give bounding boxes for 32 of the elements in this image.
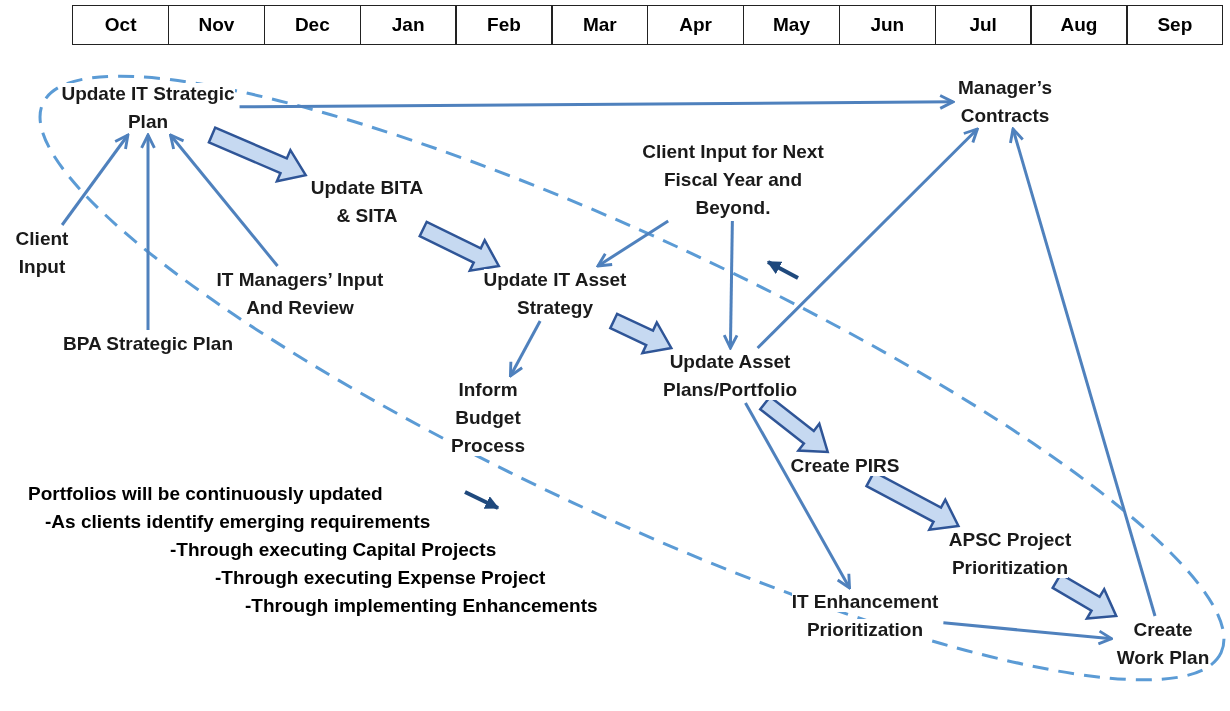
arrow	[169, 133, 279, 267]
step-label: Update Asset Plans/Portfolio	[610, 348, 850, 404]
block-arrow	[418, 220, 501, 273]
arrow	[239, 94, 955, 110]
month-cell: Jan	[359, 5, 457, 45]
arrow	[596, 219, 669, 268]
note-text: -Through executing Expense Project	[215, 566, 546, 590]
note-text: Portfolios will be continuously updated	[28, 482, 383, 506]
month-cell: Nov	[167, 5, 266, 45]
arrow	[943, 621, 1114, 646]
month-cell: Jul	[934, 5, 1032, 45]
arrow	[722, 220, 739, 350]
month-cell: Sep	[1126, 5, 1224, 45]
arrow	[756, 127, 979, 350]
month-cell: Mar	[551, 5, 649, 45]
arrow	[140, 133, 156, 330]
month-cell: Apr	[647, 5, 745, 45]
note-text: -As clients identify emerging requirements	[45, 510, 431, 534]
arrow	[60, 133, 130, 226]
month-cell: Oct	[72, 5, 170, 45]
arrow	[1009, 127, 1157, 617]
note-text: -Through executing Capital Projects	[170, 538, 497, 562]
note-text: -Through implementing Enhancements	[245, 594, 598, 618]
block-arrow	[608, 312, 674, 355]
block-arrow	[207, 125, 308, 184]
month-cell: Dec	[263, 5, 361, 45]
arrow	[509, 320, 542, 378]
arrow	[744, 402, 851, 590]
month-cell: May	[742, 5, 841, 45]
month-cell: Jun	[838, 5, 936, 45]
month-cell: Aug	[1030, 5, 1128, 45]
month-cell: Feb	[455, 5, 553, 45]
